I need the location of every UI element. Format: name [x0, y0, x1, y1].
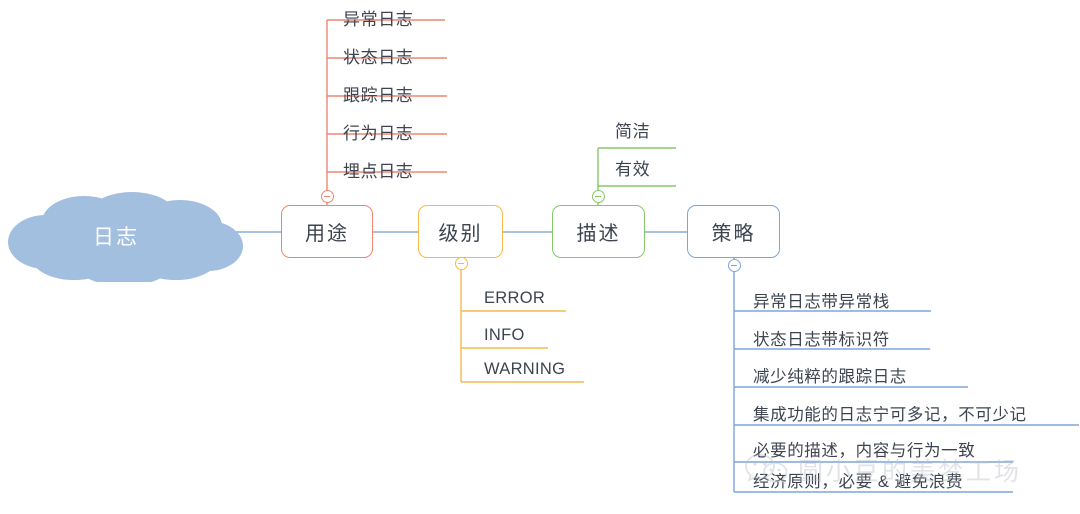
- root-node-cloud[interactable]: 日志: [4, 190, 246, 286]
- leaf-celue-0[interactable]: 异常日志带异常栈: [753, 293, 890, 311]
- leaf-celue-2[interactable]: 减少纯粹的跟踪日志: [753, 368, 907, 386]
- collapse-toggle-yongtu[interactable]: [321, 190, 334, 203]
- leaf-yongtu-1[interactable]: 状态日志: [343, 48, 414, 67]
- collapse-toggle-miaoshu[interactable]: [592, 190, 605, 203]
- node-jibie[interactable]: 级别: [418, 205, 503, 258]
- node-miaoshu[interactable]: 描述: [552, 205, 645, 258]
- node-yongtu[interactable]: 用途: [281, 205, 373, 258]
- leaf-celue-1[interactable]: 状态日志带标识符: [753, 331, 890, 349]
- collapse-toggle-celue[interactable]: [728, 259, 741, 272]
- leaf-jibie-2[interactable]: WARNING: [484, 360, 566, 378]
- leaf-jibie-0[interactable]: ERROR: [484, 289, 546, 307]
- root-node-label: 日志: [93, 226, 139, 249]
- leaf-miaoshu-0[interactable]: 简洁: [615, 122, 651, 141]
- leaf-yongtu-3[interactable]: 行为日志: [343, 124, 414, 143]
- leaf-yongtu-2[interactable]: 跟踪日志: [343, 86, 414, 105]
- leaf-miaoshu-1[interactable]: 有效: [615, 160, 651, 179]
- leaf-jibie-1[interactable]: INFO: [484, 326, 525, 344]
- leaf-yongtu-0[interactable]: 异常日志: [343, 10, 414, 29]
- leaf-celue-4[interactable]: 必要的描述，内容与行为一致: [753, 442, 976, 460]
- leaf-celue-5[interactable]: 经济原则，必要 & 避免浪费: [753, 473, 964, 491]
- cloud-shape: [8, 192, 243, 286]
- node-celue[interactable]: 策略: [687, 205, 780, 258]
- collapse-toggle-jibie[interactable]: [455, 257, 468, 270]
- leaf-celue-3[interactable]: 集成功能的日志宁可多记，不可少记: [753, 406, 1027, 424]
- leaf-yongtu-4[interactable]: 埋点日志: [343, 162, 414, 181]
